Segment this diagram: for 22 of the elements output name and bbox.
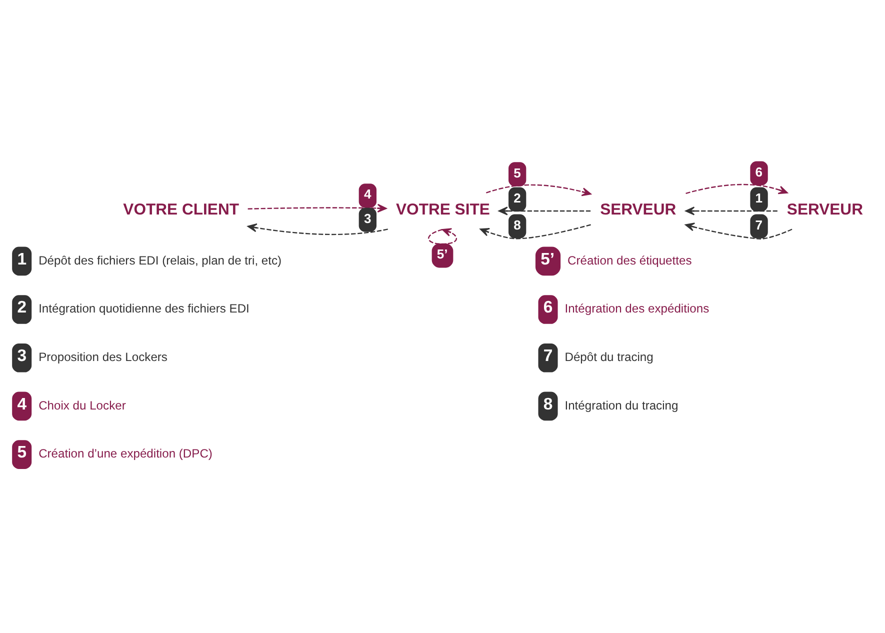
node-label: Dépôt des fichiers EDI (relais, plan de tri, etc) <box>38 253 282 268</box>
node-text: SERVEUR <box>786 201 864 218</box>
edge-label: 1 <box>755 190 763 206</box>
node-label: Choix du Locker <box>38 398 126 412</box>
node-label: Intégration du tracing <box>564 398 678 412</box>
edge-label: 2 <box>514 190 521 206</box>
edge-label: 8 <box>514 217 521 232</box>
node-label: Intégration quotidienne des fichiers EDI <box>38 302 250 316</box>
node-label: Intégration des expéditions <box>564 302 710 316</box>
edge-label: 5’ <box>436 246 448 262</box>
node-label: Dépôt du tracing <box>564 350 654 364</box>
edge-label: 3 <box>364 210 372 226</box>
edge-label: 7 <box>755 217 763 232</box>
edge-label: 5 <box>514 165 521 180</box>
node-text: VOTRE CLIENT <box>123 201 240 218</box>
node-text: SERVEUR <box>600 201 676 218</box>
node-label: Création d’une expédition (DPC) <box>38 446 212 461</box>
edge-label: 4 <box>364 186 372 202</box>
edge-label: 6 <box>755 164 763 180</box>
node-label: Création des étiquettes <box>568 253 692 268</box>
node-label: Proposition des Lockers <box>38 350 168 364</box>
node-text: VOTRE SITE <box>396 201 490 218</box>
